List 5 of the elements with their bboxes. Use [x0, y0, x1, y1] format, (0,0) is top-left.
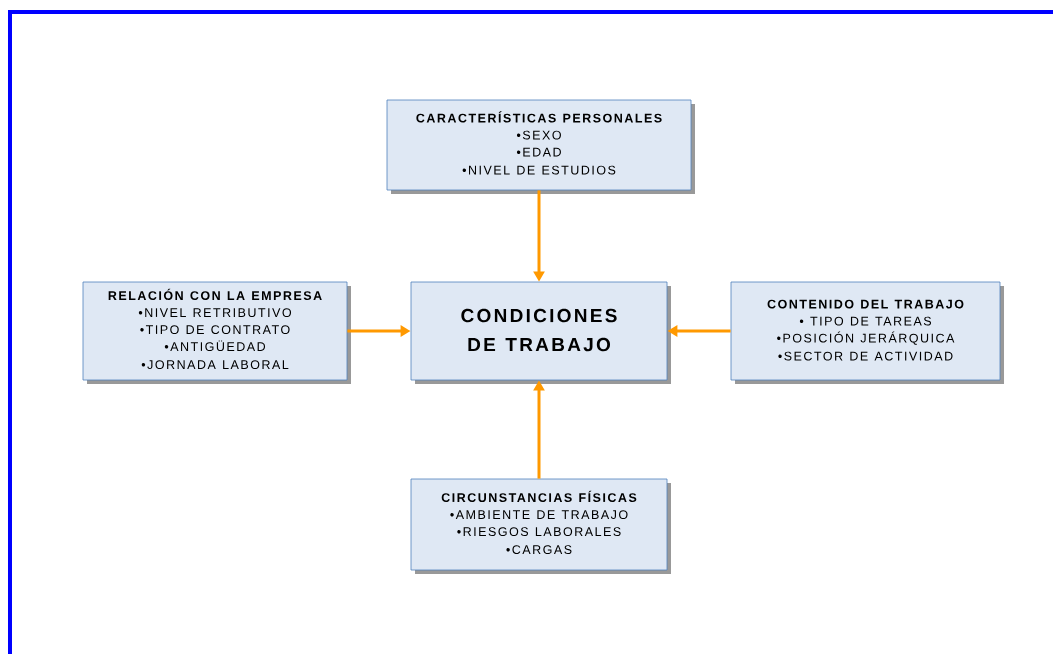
title-box: CONDICIONES DE TRABAJO — [410, 281, 671, 384]
factor-box: CONTENIDO DEL TRABAJO • TIPO DE TAREAS •POSICIÓN JERÁRQUICA •SECTOR DE ACTIVIDAD — [730, 281, 1004, 384]
factor-box: RELACIÓN CON LA EMPRESA •NIVEL RETRIBUTIVO •TIPO DE CONTRATO •ANTIGÜEDAD •JORNADA LABORAL — [82, 281, 351, 384]
factor-box: CIRCUNSTANCIAS FÍSICAS •AMBIENTE DE TRABAJO •RIESGOS LABORALES •CARGAS — [410, 478, 671, 574]
factor-box: CARACTERÍSTICAS PERSONALES •SEXO •EDAD •NIVEL DE ESTUDIOS — [386, 99, 695, 194]
